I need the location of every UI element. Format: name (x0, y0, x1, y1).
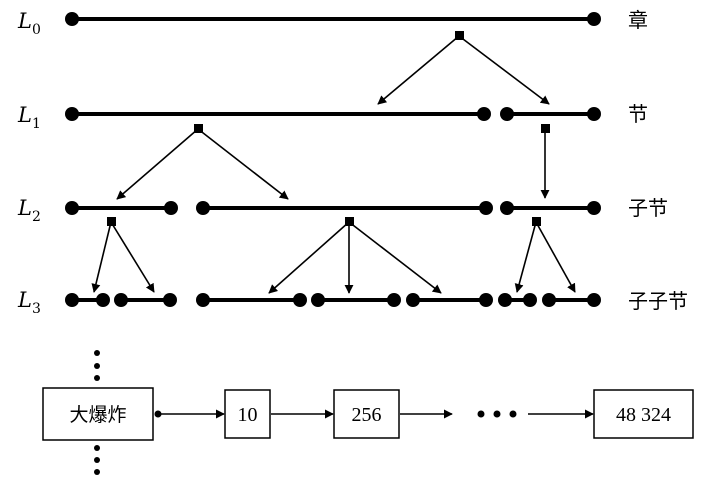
box-big-bang (42, 387, 154, 441)
split-nodes (107, 31, 550, 226)
level-label-l1: L1 (17, 103, 41, 132)
level-name-subsection: 子节 (628, 196, 668, 220)
level-name-subsubsection: 子子节 (628, 289, 688, 313)
level-1-endpoints (65, 107, 601, 121)
level-name-chapter: 章 (628, 8, 648, 32)
level-label-l3: L3 (17, 288, 41, 317)
vertical-ellipsis-upper (94, 350, 100, 381)
box-10-label: 10 (238, 404, 258, 426)
box-10 (224, 389, 271, 439)
split-arrows (91, 35, 576, 294)
level-3-endpoints (65, 293, 601, 307)
level-label-l2: L2 (17, 196, 41, 225)
box-256-label: 256 (352, 404, 382, 426)
box-48324 (593, 389, 694, 439)
box-big-bang-label: 大爆炸 (69, 404, 126, 426)
level-0-endpoints (65, 12, 601, 26)
box-48324-label: 48 324 (616, 404, 671, 426)
box-256 (333, 389, 400, 439)
level-name-section: 节 (628, 102, 648, 126)
level-label-l0: L0 (17, 9, 41, 38)
horizontal-ellipsis (477, 410, 517, 418)
vertical-ellipsis-lower (94, 445, 100, 475)
level-2-endpoints (65, 201, 601, 215)
